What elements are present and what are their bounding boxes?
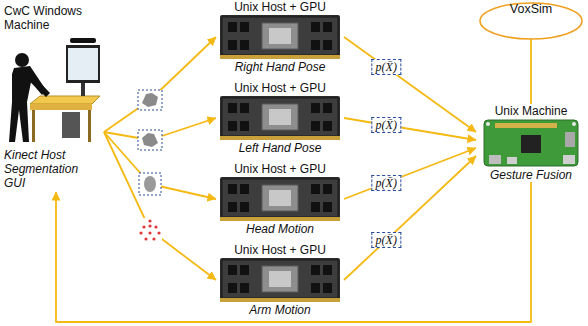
kinect-workstation — [81, 83, 85, 96]
skeleton-icon — [138, 218, 162, 242]
edge-label: p(X̄) — [372, 175, 401, 191]
picture-space — [476, 119, 586, 167]
node-heading: Unix Host + GPU — [216, 81, 344, 95]
node-heading: Unix Machine — [476, 104, 586, 118]
skeleton-icon — [139, 231, 142, 234]
edge-label: p(X̄) — [372, 59, 401, 75]
picture-space — [216, 15, 344, 59]
picture-space — [216, 177, 344, 221]
kinect-workstation — [70, 38, 96, 43]
node-heading: Unix Host + GPU — [216, 0, 344, 14]
kinect-workstation — [9, 38, 100, 142]
kinect-workstation — [62, 112, 80, 138]
gpu-host-node: Unix Host + GPU Right Hand Pose — [216, 0, 344, 74]
workstation-node: CwC Windows MachineKinect Host Segmentat… — [4, 4, 104, 190]
connector — [104, 37, 216, 132]
gpu-host-node: Unix Host + GPU Left Hand Pose — [216, 81, 344, 155]
kinect-workstation — [68, 48, 98, 80]
node-caption: Arm Motion — [216, 303, 344, 317]
node-caption: Left Hand Pose — [216, 141, 344, 155]
fusion-board — [484, 120, 578, 166]
skeleton-icon — [148, 224, 151, 227]
kinect-workstation — [25, 70, 50, 97]
node-heading: CwC Windows Machine — [4, 4, 88, 32]
gpu-host-node: Unix Host + GPU Head Motion — [216, 162, 344, 236]
kinect-workstation — [32, 110, 35, 142]
fusion-node: Unix MachineGesture Fusion — [476, 104, 586, 182]
skeleton-icon — [148, 231, 151, 234]
skeleton-icon — [152, 237, 155, 240]
picture-space — [216, 258, 344, 302]
head-icon — [144, 176, 156, 192]
left-hand-icon — [138, 130, 162, 150]
skeleton-icon — [144, 237, 147, 240]
connector — [104, 132, 216, 280]
gpu-boards — [220, 96, 340, 140]
head-icon — [139, 173, 161, 195]
skeleton-icon — [148, 219, 151, 222]
right-hand-icon — [138, 90, 162, 110]
node-heading: VoxSim — [510, 2, 552, 16]
skeleton-icon — [154, 225, 157, 228]
node-heading: Unix Host + GPU — [216, 243, 344, 257]
head-icon — [139, 173, 161, 195]
left-hand-icon — [138, 130, 162, 150]
skeleton-icon — [138, 218, 162, 242]
gpu-boards — [220, 15, 340, 302]
ellipse-outline — [480, 3, 582, 39]
connector — [344, 156, 476, 280]
gpu-host-node: Unix Host + GPU Arm Motion — [216, 243, 344, 317]
node-caption: Kinect Host Segmentation GUI — [4, 148, 88, 190]
node-heading: Unix Host + GPU — [216, 162, 344, 176]
connector — [344, 37, 476, 132]
right-hand-icon — [138, 90, 162, 110]
fusion-board — [484, 120, 578, 166]
node-caption: Gesture Fusion — [476, 168, 586, 182]
left-hand-icon — [142, 133, 158, 147]
kinect-workstation — [30, 96, 100, 104]
kinect-workstation — [88, 110, 91, 142]
gpu-boards — [220, 258, 340, 302]
kinect-workstation — [66, 45, 100, 83]
simulator-ellipse: VoxSim — [479, 2, 583, 16]
skeleton-icon — [157, 231, 160, 234]
skeleton-icon — [142, 225, 145, 228]
node-caption: Head Motion — [216, 222, 344, 236]
connector — [344, 118, 476, 140]
picture-space — [4, 33, 104, 147]
kinect-workstation — [15, 53, 29, 67]
gpu-boards — [220, 177, 340, 221]
edge-label: p(X̄) — [372, 117, 401, 133]
right-hand-icon — [142, 93, 158, 107]
edge-label: p(X̄) — [372, 232, 401, 248]
gpu-boards — [220, 15, 340, 59]
picture-space — [216, 96, 344, 140]
kinect-workstation — [30, 104, 92, 110]
node-caption: Right Hand Pose — [216, 60, 344, 74]
